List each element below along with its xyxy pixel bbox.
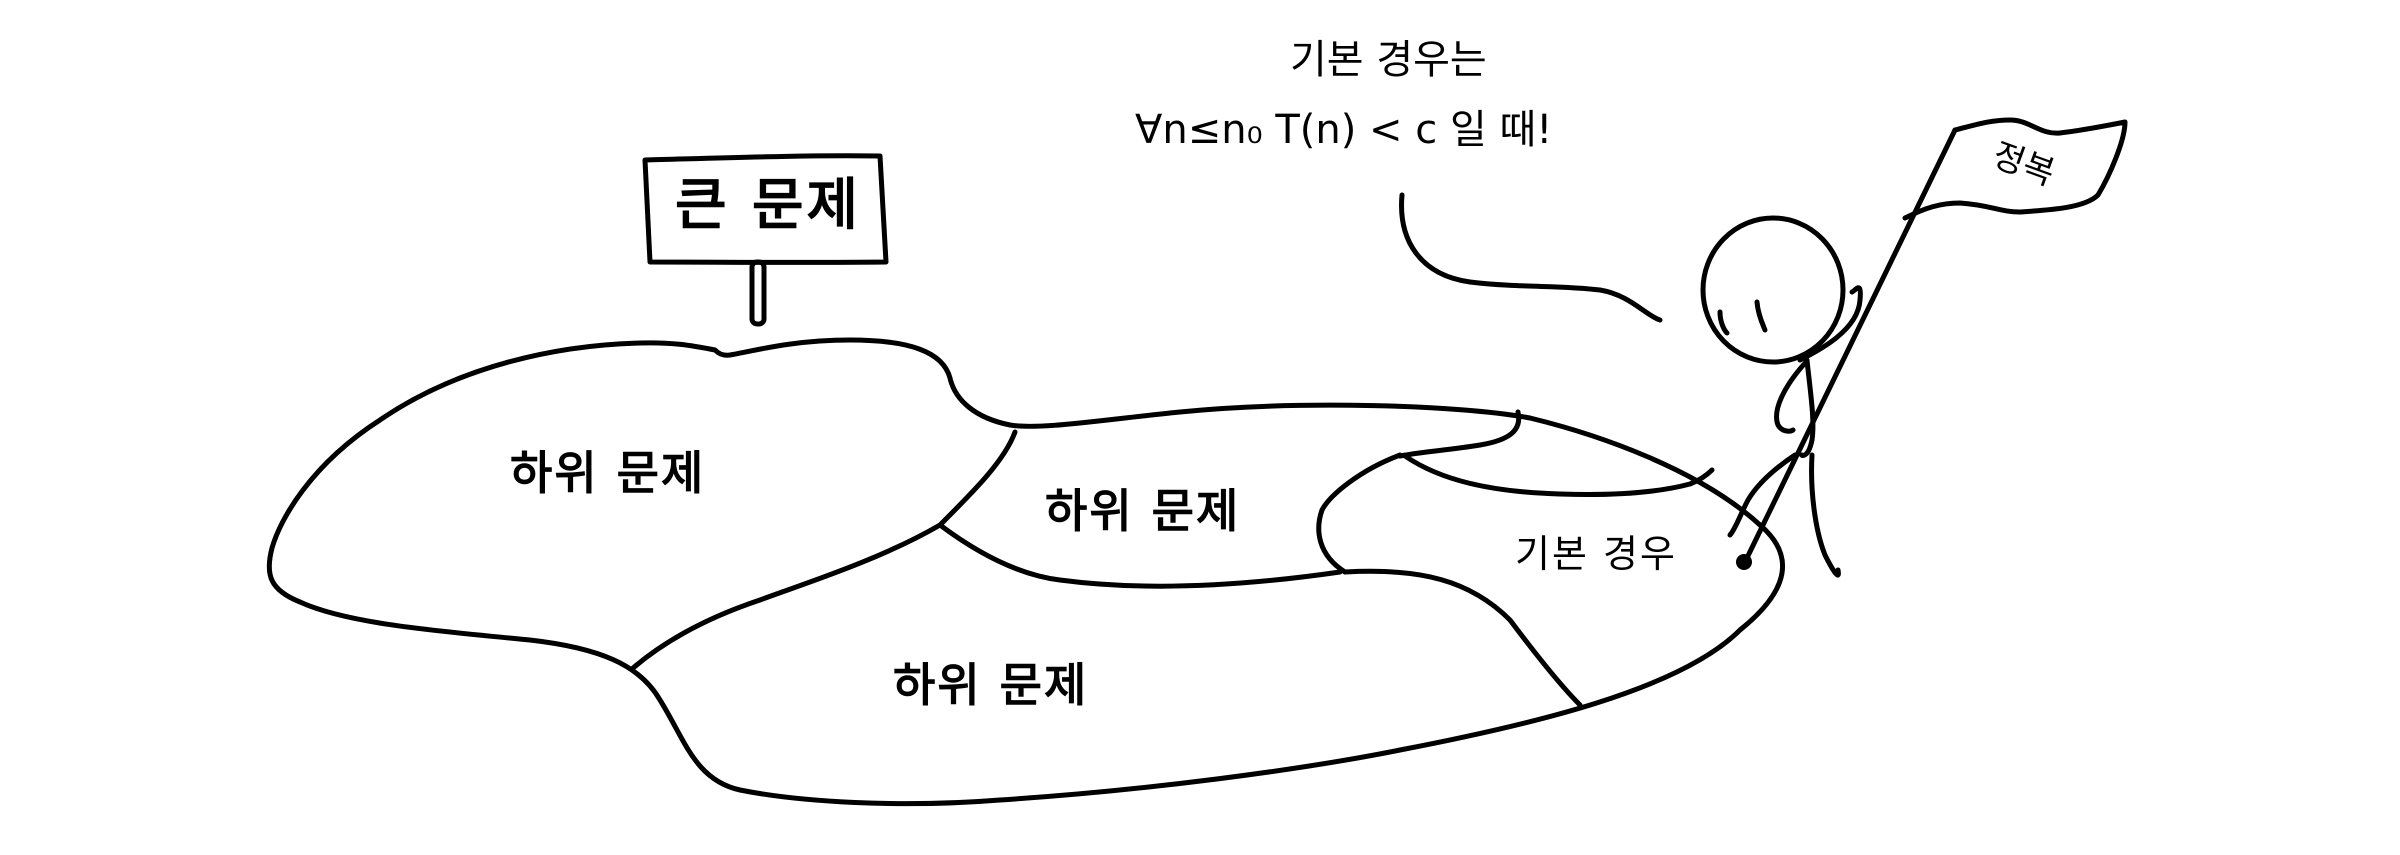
boundary-left-bottom <box>630 522 943 671</box>
speech-line-2: ∀n≤n₀ T(n) < c 일 때! <box>1135 107 1553 153</box>
figure-arm-raised <box>1797 285 1863 363</box>
region-label-base-case: 기본 경우 <box>1515 532 1677 576</box>
figure-arm-front <box>1727 452 1798 538</box>
region-label-middle: 하위 문제 <box>1045 484 1241 538</box>
boundary-base-bottom <box>1342 568 1583 708</box>
figure-eye-left <box>1717 309 1730 336</box>
flag-pole-tip <box>1736 554 1752 570</box>
region-label-left: 하위 문제 <box>510 446 706 500</box>
figure-arm-lower <box>1774 359 1809 434</box>
region-label-bottom: 하위 문제 <box>893 658 1089 712</box>
sign-label: 큰 문제 <box>675 173 862 238</box>
flag-pole <box>1742 127 1958 565</box>
speech-tail <box>1399 192 1663 323</box>
flag-cloth <box>1902 117 2128 221</box>
boundary-top-arc <box>1397 409 1522 459</box>
sign-board <box>642 153 889 265</box>
base-case-outline <box>1316 452 1403 575</box>
boundary-left-middle <box>937 429 1018 528</box>
figure-eye-right <box>1754 299 1768 333</box>
figure-body <box>1799 357 1816 459</box>
speech-line-1: 기본 경우는 <box>1290 37 1487 83</box>
boundary-upper-inner <box>1402 453 1715 498</box>
figure-leg <box>1809 452 1841 578</box>
sign-post <box>749 259 767 327</box>
boundary-middle-bottom <box>937 522 1343 589</box>
big-problem-outline <box>266 337 1785 807</box>
figure-head <box>1700 215 1846 365</box>
